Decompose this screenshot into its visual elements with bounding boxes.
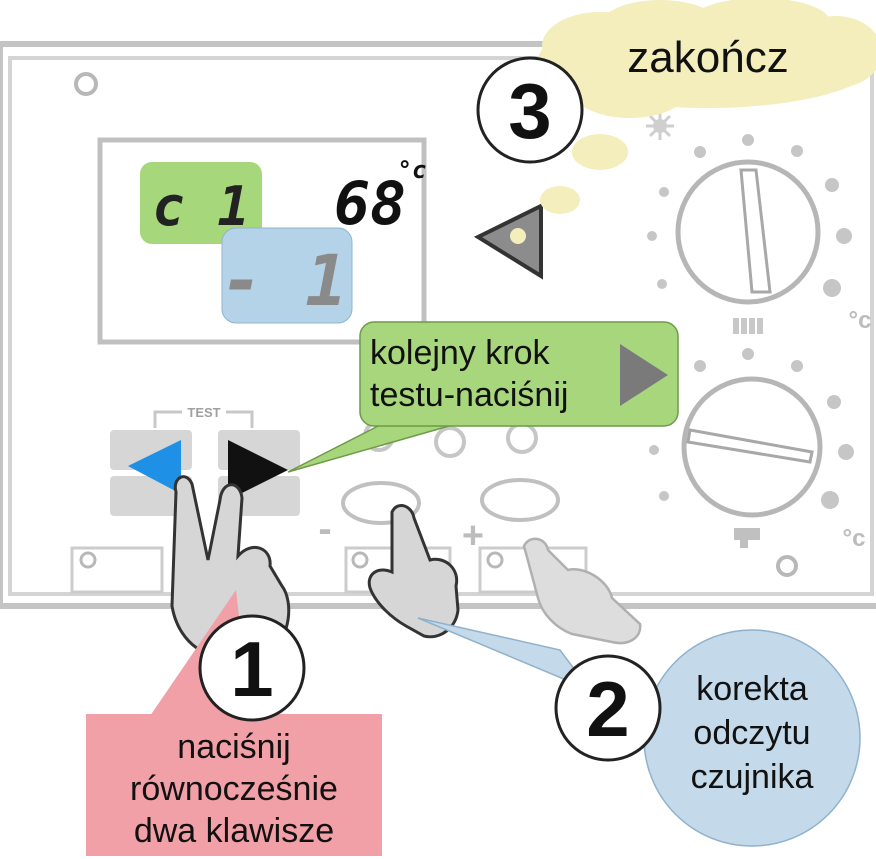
display-unit: °c [398,156,427,184]
test-label: TEST [187,405,220,420]
step1-number-badge: 1 [198,614,306,722]
step2-number-badge: 2 [554,654,662,762]
step1-line-2: równocześnie [130,770,338,808]
display-code: c 1 [152,175,250,238]
next-step-line-2: testu-naciśnij [370,376,568,414]
pointing-hand-left [367,503,460,639]
test-bracket: TEST [153,405,254,428]
knob-top-unit: °c [849,307,872,334]
step2-number: 2 [586,665,629,753]
step2-bubble: korekta odczytu czujnika [417,617,861,847]
sun-icon [646,112,674,140]
step1-line-1: naciśnij [177,728,290,766]
hot-water-temperature-knob[interactable]: °c [649,348,865,552]
test-button-pad [110,430,300,516]
step2-line-3: czujnika [691,758,814,796]
correction-highlight-box [221,227,353,324]
step3-number: 3 [508,67,551,155]
pointing-hand-right [522,537,642,645]
step2-line-2: odczytu [693,714,810,752]
plus-oval-button[interactable] [480,478,560,522]
left-arrow-button[interactable] [128,440,181,494]
heating-temperature-knob[interactable]: °c [647,134,871,334]
minus-label: - [318,507,331,551]
code-highlight-box [140,162,262,244]
step1-number: 1 [230,625,273,713]
play-arrow-icon [620,344,668,406]
step1-line-3: dwa klawisze [134,812,334,850]
step2-line-1: korekta [696,670,808,708]
display-temperature: 68 [334,169,406,239]
step3-number-badge: 3 [476,56,584,164]
step3-cloud: zakończ [538,0,876,214]
tap-icon [734,528,760,548]
right-arrow-button[interactable] [228,440,288,500]
panel-screw-hole [74,72,98,96]
next-step-callout: kolejny krok testu-naciśnij [287,321,679,473]
finish-triangle-button[interactable] [473,202,543,280]
finish-led [510,228,526,244]
next-step-line-1: kolejny krok [370,334,551,372]
knob-bottom-unit: °c [843,525,866,552]
lcd-display: c 1 68 °c - 1 [97,137,427,345]
step3-text: zakończ [627,33,788,82]
display-correction: - 1 [221,240,347,322]
